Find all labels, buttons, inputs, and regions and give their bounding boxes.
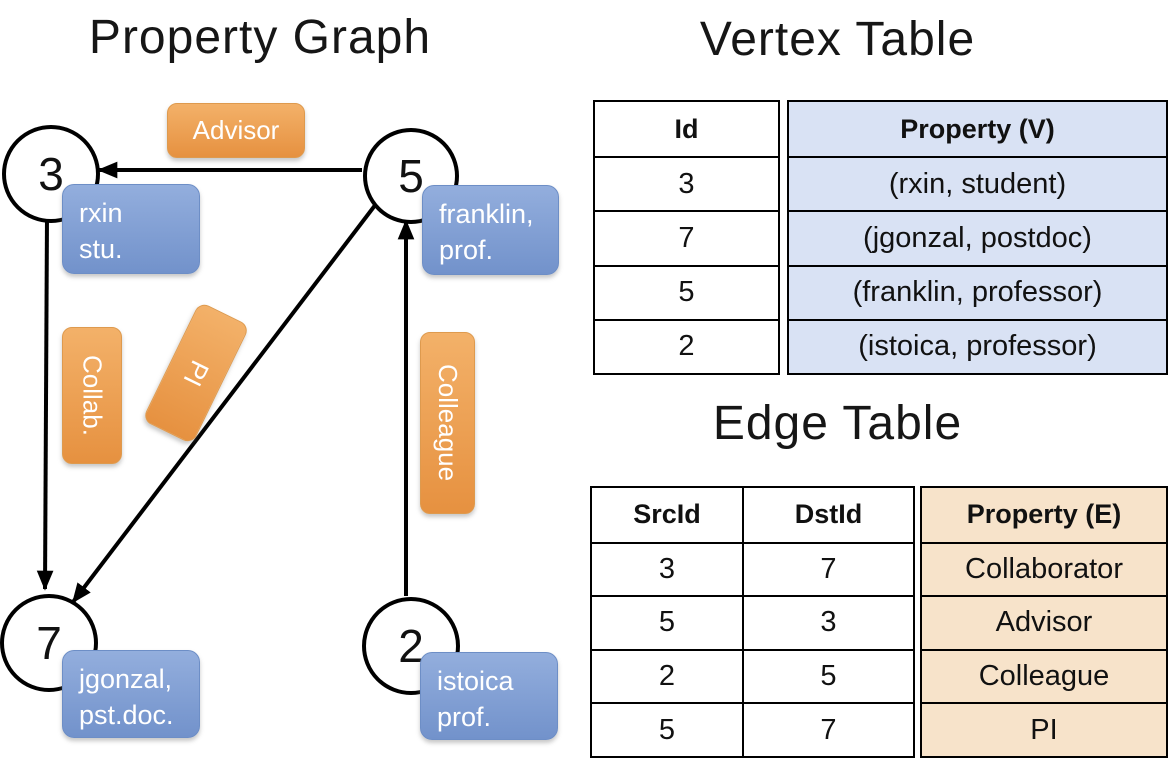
edge-label-colleague: Colleague	[420, 332, 475, 514]
table-cell: PI	[922, 702, 1166, 756]
table-cell: (jgonzal, postdoc)	[789, 210, 1166, 264]
vertex-property-box-5: franklin, prof.	[422, 185, 559, 275]
vertex-property-line: prof.	[437, 702, 492, 733]
vertex-property-line: istoica	[437, 666, 514, 696]
table-cell: 5	[592, 702, 742, 756]
table-cell: Collaborator	[922, 541, 1166, 596]
vertex-property-box-3: rxin stu.	[62, 184, 200, 274]
table-cell: (istoica, professor)	[789, 318, 1166, 373]
vertex-id-label: 5	[398, 150, 424, 202]
vertex-table-id-column: Id 3 7 5 2	[593, 100, 780, 375]
column-header: Property (V)	[900, 113, 1055, 144]
vertex-table: Id 3 7 5 2 Property (V) (rxin, student) …	[593, 100, 1168, 375]
column-header: Id	[674, 113, 699, 144]
vertex-property-line: pst.doc.	[79, 700, 174, 731]
vertex-property-line: jgonzal,	[79, 664, 173, 694]
column-header: DstId	[742, 488, 913, 542]
property-graph-title: Property Graph	[88, 11, 432, 64]
vertex-id-label: 7	[36, 617, 62, 669]
column-header: SrcId	[633, 499, 701, 530]
table-cell: 7	[742, 702, 913, 756]
vertex-property-line: prof.	[439, 235, 494, 266]
table-cell: 3	[595, 156, 778, 210]
table-cell: 5	[742, 648, 913, 703]
table-cell: 5	[595, 264, 778, 319]
edge-table: SrcId DstId 3 7 5 3 2 5 5 7 Property (E)…	[590, 486, 1168, 758]
vertex-id-label: 3	[38, 148, 64, 200]
table-cell: 2	[595, 318, 778, 373]
table-cell: Colleague	[922, 648, 1166, 703]
vertex-property-box-2: istoica prof.	[420, 652, 558, 740]
edge-collab-3-to-7	[36, 215, 54, 591]
table-cell: (franklin, professor)	[789, 264, 1166, 319]
table-cell: 3	[742, 595, 913, 649]
vertex-property-line: franklin,	[439, 199, 534, 229]
vertex-property-line: rxin	[79, 198, 123, 228]
table-cell: (rxin, student)	[789, 156, 1166, 210]
table-cell: 2	[592, 648, 742, 703]
edge-table-id-columns: SrcId DstId 3 7 5 3 2 5 5 7	[590, 486, 915, 758]
table-cell: Advisor	[922, 595, 1166, 649]
vertex-table-property-column: Property (V) (rxin, student) (jgonzal, p…	[787, 100, 1168, 375]
edge-label-collab: Collab.	[62, 327, 122, 464]
column-header: Property (E)	[966, 499, 1122, 530]
edge-table-property-column: Property (E) Collaborator Advisor Collea…	[920, 486, 1168, 758]
table-cell: 7	[595, 210, 778, 264]
edge-pi-5-to-7	[71, 202, 378, 604]
vertex-property-box-7: jgonzal, pst.doc.	[62, 650, 200, 738]
edge-table-title: Edge Table	[712, 397, 963, 450]
table-cell: 7	[742, 541, 913, 596]
vertex-id-label: 2	[398, 620, 424, 672]
vertex-property-line: stu.	[79, 234, 123, 265]
table-cell: 3	[592, 541, 742, 596]
table-cell: 5	[592, 595, 742, 649]
vertex-table-title: Vertex Table	[699, 13, 976, 66]
edge-label-advisor: Advisor	[167, 103, 305, 158]
